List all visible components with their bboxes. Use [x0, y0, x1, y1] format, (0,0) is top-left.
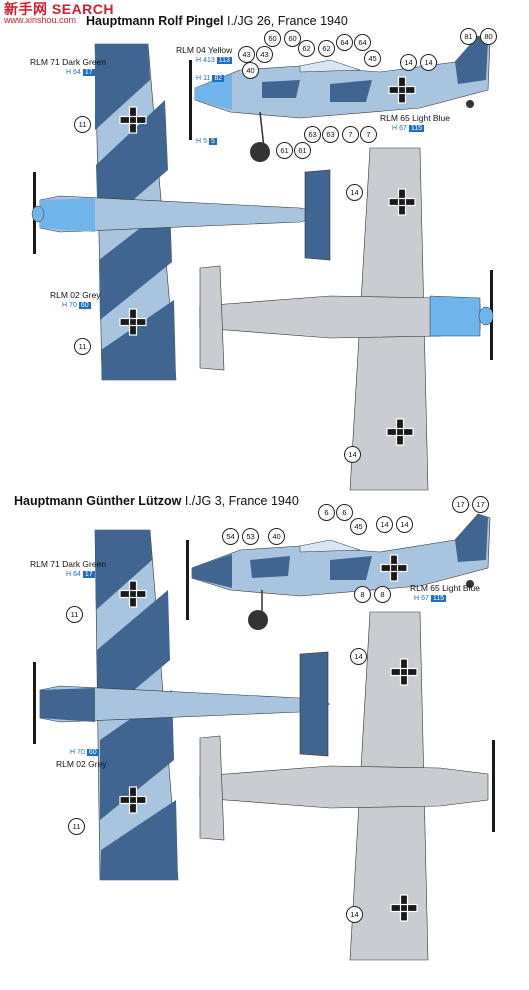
- aircraft2-top-view: [33, 529, 331, 881]
- aircraft1-title: Hauptmann Rolf Pingel I./JG 26, France 1…: [86, 14, 348, 28]
- a1-callout: 60: [264, 30, 281, 47]
- a2-callout: 14: [346, 906, 363, 923]
- a2-callout: 17: [452, 496, 469, 513]
- a2-callout: 11: [68, 818, 85, 835]
- a2-callout: 40: [268, 528, 285, 545]
- a1-callout: 43: [238, 46, 255, 63]
- a1-color-rlm71: RLM 71 Dark Green: [30, 57, 107, 67]
- a1-callout: 62: [298, 40, 315, 57]
- a1-callout: 43: [256, 46, 273, 63]
- aircraft1-top-view: [31, 43, 331, 381]
- a1-color-rlm65: RLM 65 Light Blue: [380, 113, 450, 123]
- a2-callout: 6: [318, 504, 335, 521]
- a1-callout: 64: [354, 34, 371, 51]
- a1-color-rlm04: RLM 04 Yellow: [176, 45, 233, 55]
- aircraft1-pilot: Hauptmann Rolf Pingel: [86, 14, 224, 28]
- a2-callout: 14: [396, 516, 413, 533]
- a1-callout: 14: [346, 184, 363, 201]
- aircraft2-title: Hauptmann Günther Lützow I./JG 3, France…: [14, 494, 299, 508]
- a1-callout: 14: [400, 54, 417, 71]
- a2-callout: 53: [242, 528, 259, 545]
- aircraft2-side-view: [186, 513, 491, 630]
- aircraft1-side-view: [189, 35, 491, 162]
- a2-callout: 8: [374, 586, 391, 603]
- aircraft2-bottom-view: [199, 611, 495, 961]
- watermark-main: 新手网 SEARCH: [4, 1, 115, 17]
- a2-callout: 14: [376, 516, 393, 533]
- a1-callout: 64: [336, 34, 353, 51]
- a1-callout: 7: [360, 126, 377, 143]
- a1-color-rlm02: RLM 02 Grey: [50, 290, 101, 300]
- a1-callout: 14: [344, 446, 361, 463]
- a2-color-rlm71: RLM 71 Dark Green: [30, 559, 107, 569]
- a1-callout: 14: [420, 54, 437, 71]
- a1-callout: 63: [304, 126, 321, 143]
- a1-callout: 45: [364, 50, 381, 67]
- a1-callout: 62: [318, 40, 335, 57]
- a2-color-rlm02: RLM 02 Grey: [56, 759, 107, 769]
- a2-callout: 6: [336, 504, 353, 521]
- a2-callout: 11: [66, 606, 83, 623]
- watermark: 新手网 SEARCH www.xinshou.com: [4, 2, 114, 25]
- a2-callout: 45: [350, 518, 367, 535]
- a1-callout: 61: [294, 142, 311, 159]
- a2-callout: 14: [350, 648, 367, 665]
- a1-callout: 11: [74, 116, 91, 133]
- a2-color-rlm65: RLM 65 Light Blue: [410, 583, 480, 593]
- a1-callout: 61: [276, 142, 293, 159]
- aircraft1-bottom-view: [199, 147, 494, 491]
- a2-callout: 8: [354, 586, 371, 603]
- aircraft2-pilot: Hauptmann Günther Lützow: [14, 494, 182, 508]
- a1-callout: 63: [322, 126, 339, 143]
- a1-callout: 80: [480, 28, 497, 45]
- aircraft2-unit: I./JG 3, France 1940: [184, 494, 299, 508]
- a1-callout: 81: [460, 28, 477, 45]
- a2-callout: 17: [472, 496, 489, 513]
- a1-callout: 40: [242, 62, 259, 79]
- a1-callout: 60: [284, 30, 301, 47]
- a1-callout: 11: [74, 338, 91, 355]
- aircraft1-unit: I./JG 26, France 1940: [226, 14, 348, 28]
- a1-callout: 7: [342, 126, 359, 143]
- a2-callout: 54: [222, 528, 239, 545]
- watermark-sub: www.xinshou.com: [4, 15, 77, 25]
